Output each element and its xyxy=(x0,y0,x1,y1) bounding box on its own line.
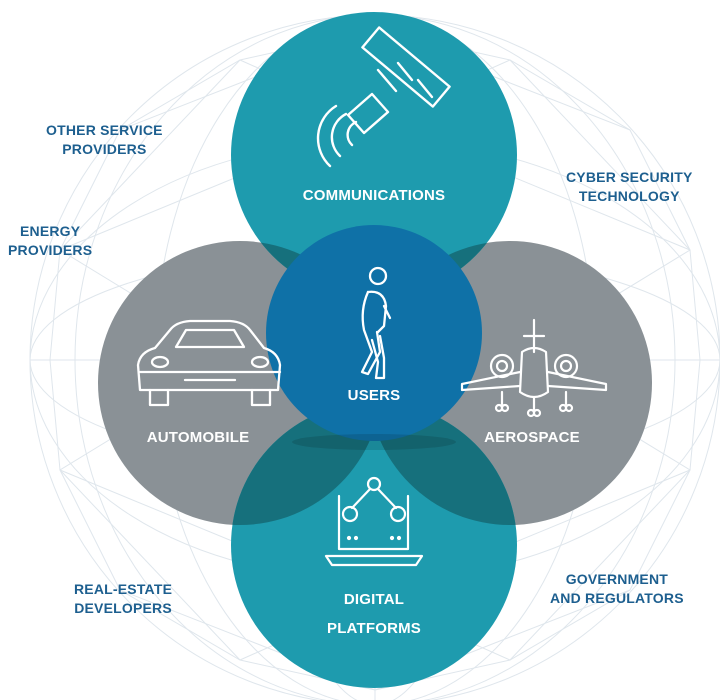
automobile-label: AUTOMOBILE xyxy=(147,429,250,446)
other-service-providers-line2: PROVIDERS xyxy=(62,141,147,157)
car-icon xyxy=(136,319,282,407)
laptop-network-icon xyxy=(324,476,424,567)
users-shadow xyxy=(292,434,456,450)
satellite-icon xyxy=(316,26,451,168)
energy-providers-label: ENERGY PROVIDERS xyxy=(8,222,92,260)
energy-providers-line1: ENERGY xyxy=(19,223,81,239)
users-label: USERS xyxy=(348,387,401,404)
energy-providers-line2: PROVIDERS xyxy=(8,242,93,258)
airplane-icon xyxy=(460,318,608,418)
users-circle xyxy=(266,225,482,441)
cyber-security-technology-line2: TECHNOLOGY xyxy=(578,188,680,204)
digital-platforms-label-line2: PLATFORMS xyxy=(327,620,421,637)
overlap-regions xyxy=(231,241,517,525)
cyber-security-technology-line1: CYBER SECURITY xyxy=(566,169,693,185)
government-and-regulators-line2: AND REGULATORS xyxy=(550,590,684,606)
real-estate-developers-line2: DEVELOPERS xyxy=(74,600,172,616)
other-service-providers-line1: OTHER SERVICE xyxy=(46,122,163,138)
cyber-security-technology-label: CYBER SECURITY TECHNOLOGY xyxy=(566,168,692,206)
walking-person-icon xyxy=(360,266,392,380)
digital-platforms-label-line1: DIGITAL xyxy=(344,591,404,608)
communications-label: COMMUNICATIONS xyxy=(303,187,446,204)
government-and-regulators-line1: GOVERNMENT xyxy=(565,571,669,587)
government-and-regulators-label: GOVERNMENT AND REGULATORS xyxy=(550,570,684,608)
real-estate-developers-label: REAL-ESTATE DEVELOPERS xyxy=(74,580,172,618)
other-service-providers-label: OTHER SERVICE PROVIDERS xyxy=(46,121,163,159)
aerospace-label: AEROSPACE xyxy=(484,429,580,446)
real-estate-developers-line1: REAL-ESTATE xyxy=(74,581,173,597)
